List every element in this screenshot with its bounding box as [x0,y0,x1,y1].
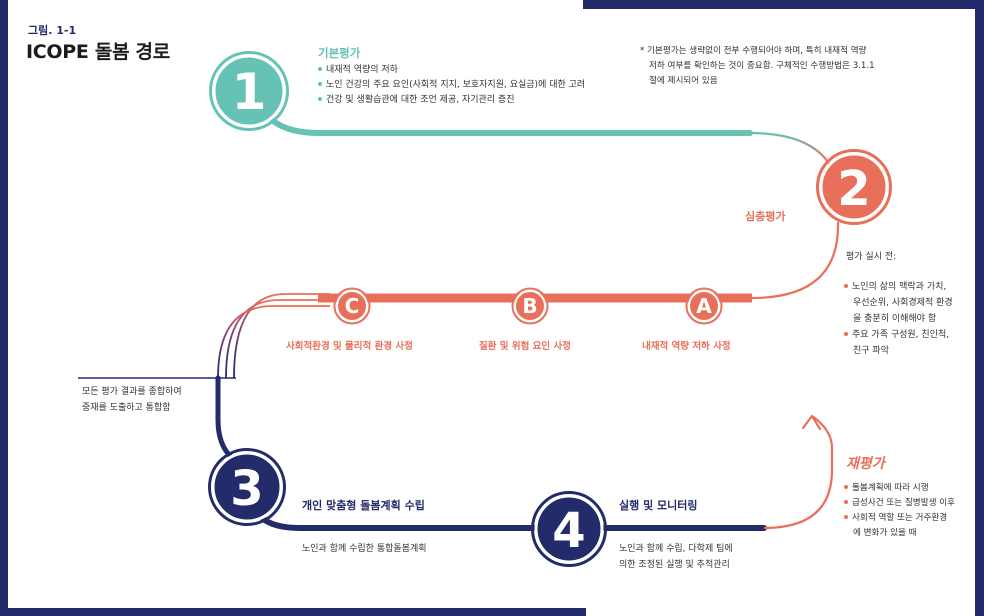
substep-b-circle [514,290,546,322]
basic-assessment-note: * 기본평가는 생략없이 전부 수행되어야 하며, 특히 내재적 역량 저하 여… [640,46,875,86]
substep-c-label: 사회적환경 및 물리적 환경 사정 [286,341,413,352]
step-1-number: 1 [232,63,267,121]
substep-a-label: 내재적 역량 저하 사정 [642,341,731,352]
list-item: 급성사건 또는 질병발생 이후 [844,496,955,511]
step-2-title: 심층평가 [745,210,786,223]
frame-top-bar [583,0,984,9]
path-1-to-2-curve [749,131,831,166]
step-3-number: 3 [230,461,263,517]
step-1-circle [212,54,286,128]
c-branch-1 [233,293,330,379]
list-item: 사회적 역할 또는 거주환경 [844,511,955,526]
reassessment-title: 재평가 [846,456,885,472]
substep-b-letter: B [522,294,537,318]
reassessment-bullets: 돌봄계획에 따라 시행 급성사건 또는 질병발생 이후 사회적 역할 또는 거주… [844,481,955,541]
step-4-circle [534,494,604,564]
figure-title: ICOPE 돌봄 경로 [26,41,170,63]
path-3-to-4 [259,515,573,531]
list-item: 노인의 삶의 맥락과 가치, [844,279,953,295]
list-item: 건강 및 생활습관에 대한 조언 제공, 자기관리 증진 [318,93,585,108]
step-4-title: 실행 및 모니터링 [619,499,698,512]
substep-a-letter: A [696,294,712,318]
frame-right-bar [975,0,984,616]
c-branch-3 [217,305,330,379]
step-3-subtitle: 노인과 함께 수립한 통합돌봄계획 [302,544,427,554]
frame-bottom-bar [0,608,586,616]
frame-left-bar [0,0,8,616]
step-2-bullets: 노인의 삶의 맥락과 가치, 우선순위, 사회경제적 환경 을 충분히 이해해야… [844,279,953,359]
list-item: 노인 건강의 주요 요인(사회적 지지, 보호자지원, 요실금)에 대한 고려 [318,78,585,93]
step-3-title: 개인 맞춤형 돌봄계획 수립 [302,499,425,512]
step-1-title: 기본평가 [318,46,361,60]
figure-label: 그림. 1-1 [28,24,77,37]
step-3-circle [211,451,283,523]
list-item: 내재적 역량의 저하 [318,63,585,78]
step-1-bullets: 내재적 역량의 저하 노인 건강의 주요 요인(사회적 지지, 보호자지원, 요… [318,63,585,108]
reassess-arrow-head [801,414,822,431]
step-4-lines: 노인과 함께 수립, 다학제 팀에 의한 조정된 실행 및 추적관리 [619,544,733,570]
substep-a-circle [688,290,720,322]
step-4-number: 4 [552,503,585,559]
integration-text: 모든 평가 결과를 종합하여 중재를 도출하고 통합함 [82,387,182,413]
path-1-to-2 [267,115,753,136]
path-4-to-reassess [763,415,834,530]
substep-c-circle [336,290,368,322]
step-2-circle [819,152,889,222]
step-2-number: 2 [837,161,870,217]
path-2-to-a [751,221,840,300]
step-2-intro: 평가 실시 전: [846,252,897,262]
list-item: 주요 가족 구성원, 친인척, [844,327,953,343]
c-branch-2 [225,299,330,379]
path-c-to-3 [215,375,235,461]
list-item: 돌봄계획에 따라 시행 [844,481,955,496]
substep-b-label: 질환 및 위험 요인 사정 [479,341,571,352]
substep-c-letter: C [345,294,360,318]
